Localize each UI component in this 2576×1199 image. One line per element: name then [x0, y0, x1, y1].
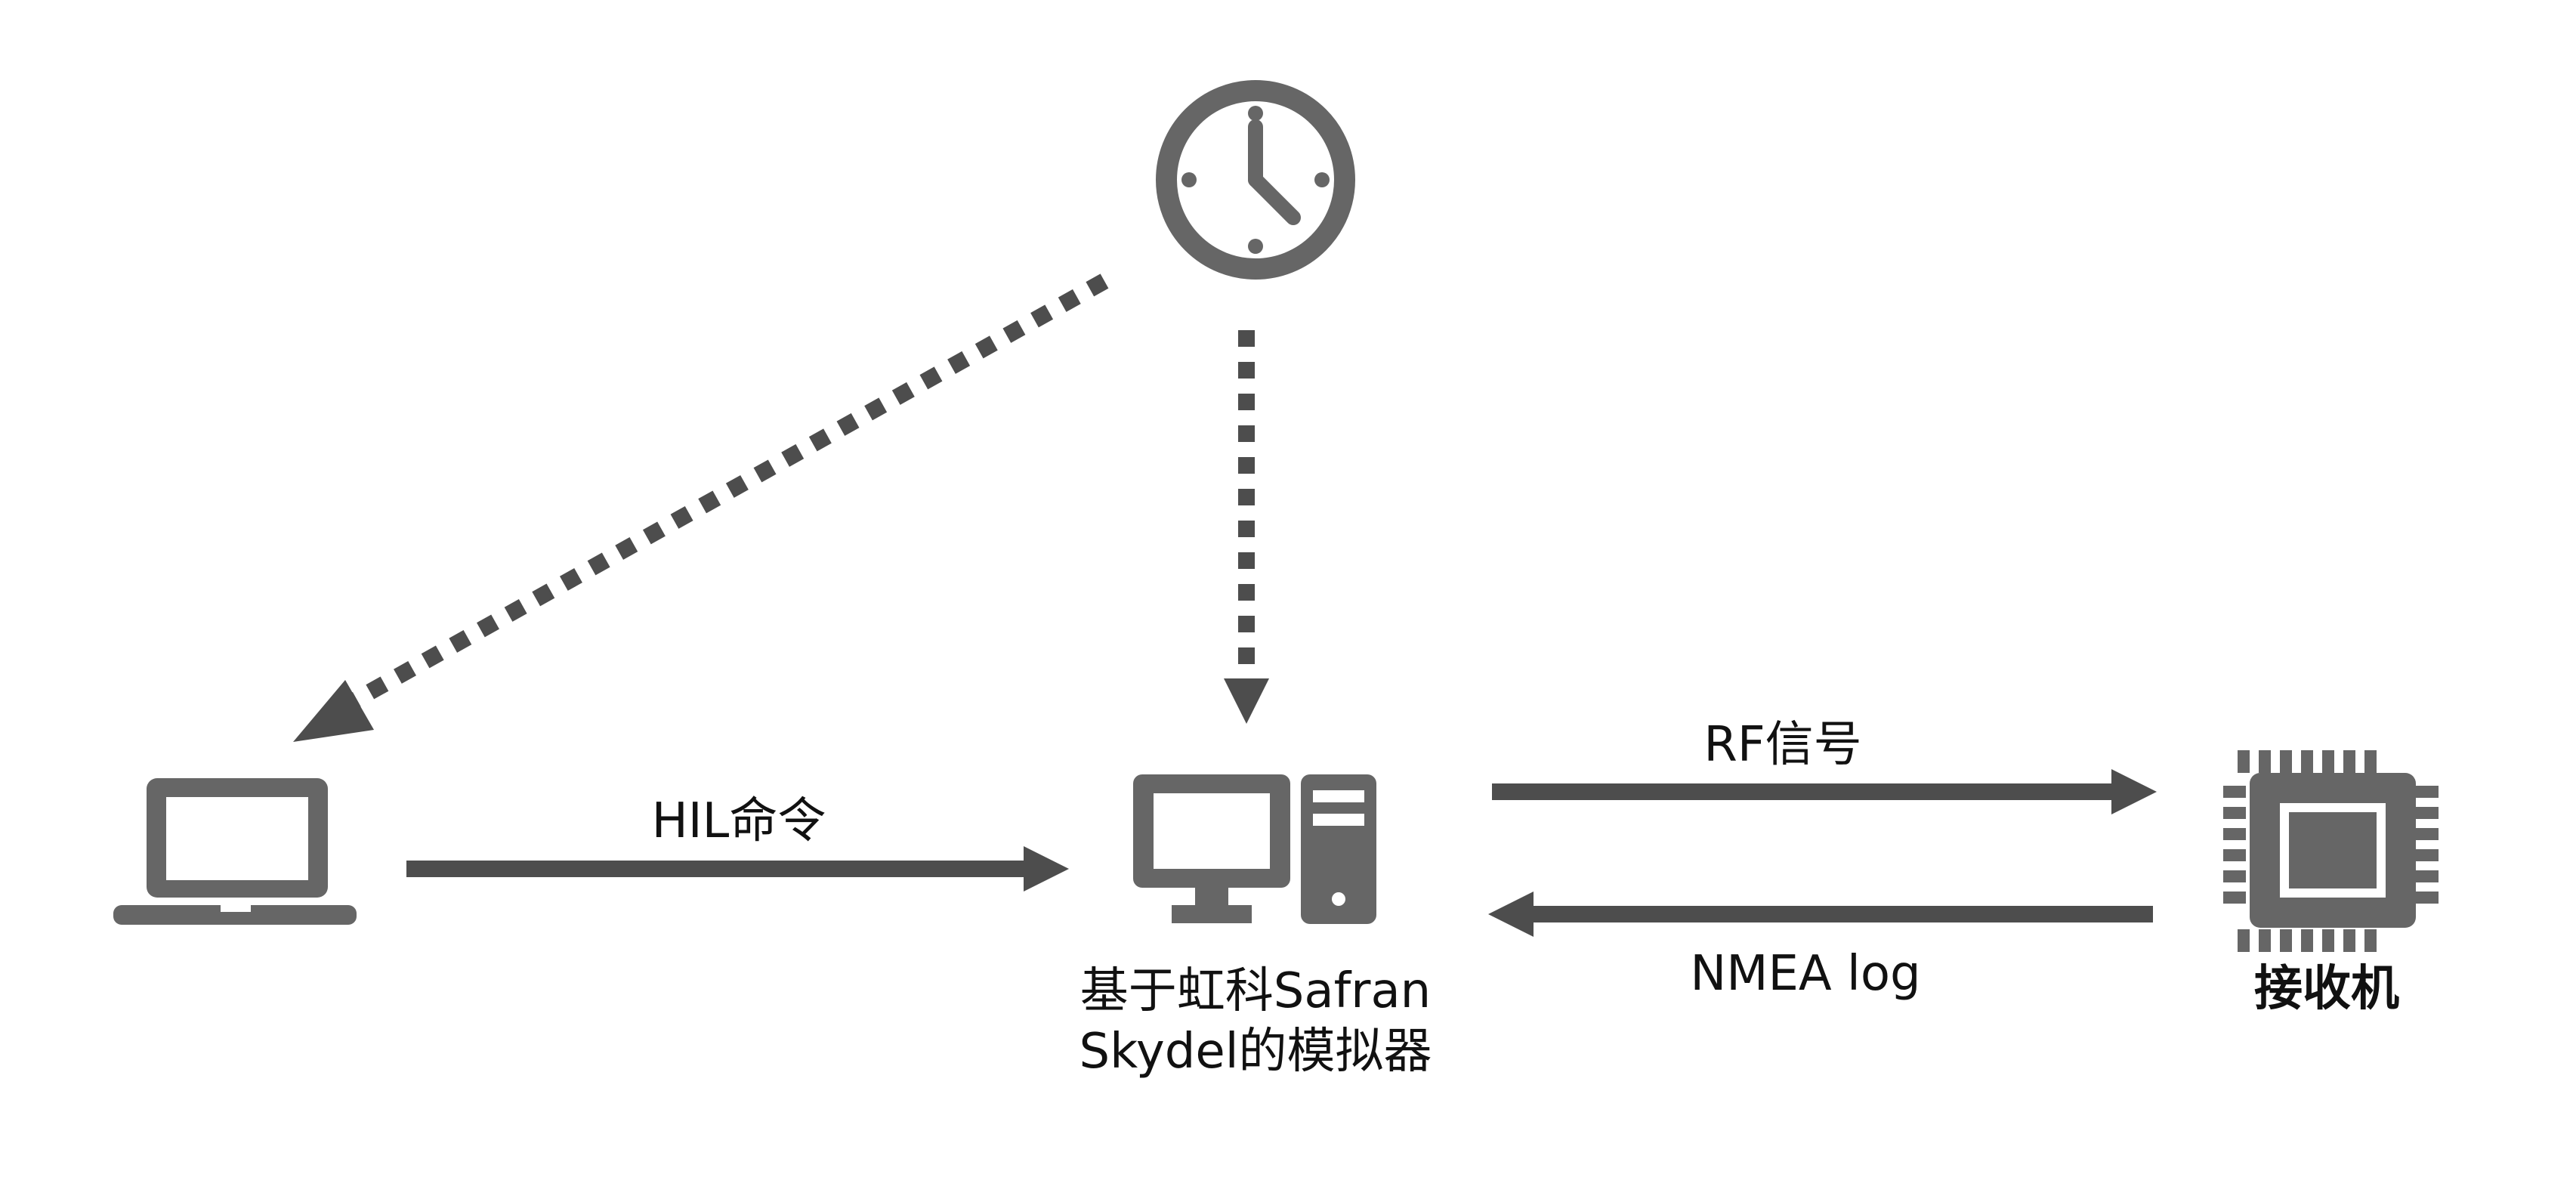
rf-signal-label: RF信号	[1703, 717, 1861, 773]
clock-icon	[1156, 80, 1355, 280]
simulator-label-line2: Skydel的模拟器	[1079, 1024, 1432, 1080]
desktop-computer-icon	[1133, 774, 1376, 924]
nmea-log-label: NMEA log	[1690, 946, 1920, 1002]
nmea-log-arrow	[1488, 892, 2153, 937]
clock-to-laptop-arrow	[293, 273, 1109, 742]
receiver-label: 接收机	[2254, 961, 2399, 1017]
hil-command-arrow	[406, 846, 1069, 892]
clock-to-simulator-arrow	[1224, 330, 1269, 724]
laptop-icon	[113, 778, 357, 925]
simulator-label-line1: 基于虹科Safran	[1080, 963, 1431, 1019]
chip-icon	[2223, 750, 2439, 952]
hil-command-label: HIL命令	[652, 793, 826, 849]
rf-signal-arrow	[1492, 769, 2157, 814]
